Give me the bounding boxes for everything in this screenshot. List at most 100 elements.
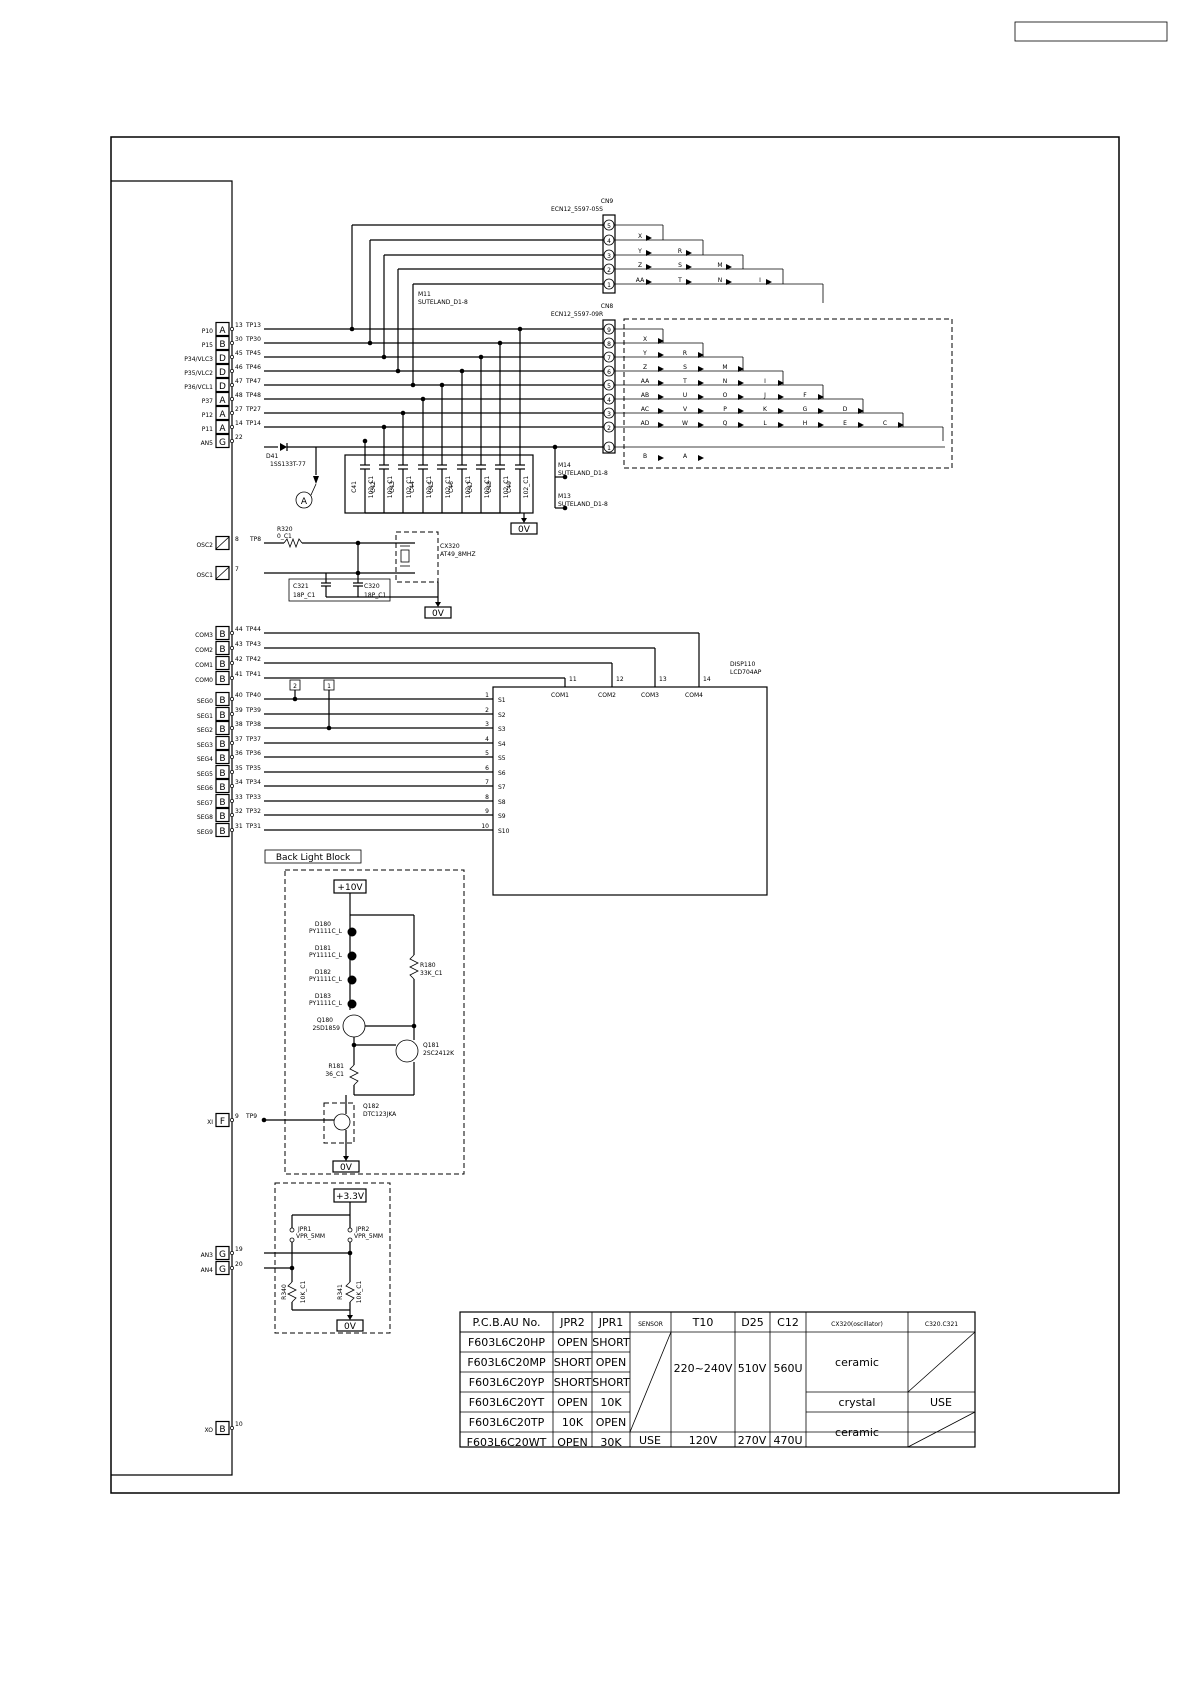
r180-resistor-icon [409,954,419,980]
led-segment-icon [818,408,824,414]
seg-pin-box [215,807,230,823]
mcu-pin-box [215,335,230,351]
mcu-pin-name: P37 [202,398,213,405]
cap-value: 102_C1 [484,476,491,499]
q181-transistor-icon [395,1039,419,1063]
lcd-part: LCD704AP [730,669,762,676]
xo-pin-pad [230,1426,234,1430]
xo-pin-name: XO [205,1427,214,1434]
com-pin-name: COM2 [195,647,213,654]
cn8-segment-label: B [643,453,647,460]
table-c12-group: 560U [773,1362,802,1375]
gnd-label: 0V [340,1163,353,1173]
seg-pin-box [215,778,230,794]
lcd-seg-num: 6 [485,765,489,772]
table-wt-d25: 270V [738,1434,767,1447]
an-pin-box [215,1245,230,1261]
mcu-pin-letter: A [219,326,226,336]
led-segment-icon [738,394,744,400]
mcu-pin-tp: TP30 [245,336,261,343]
led-ref: D181 [315,945,331,952]
c321-ref: C321 [293,583,309,590]
seg-pin-pad [230,828,234,832]
com-pin-box [215,655,230,671]
osc-pin-box [215,535,230,551]
seg-pin-name: SEG4 [197,756,213,763]
led-segment-icon [726,264,732,270]
seg-pin-letter: B [219,725,225,735]
seg-pin-name: SEG9 [197,829,213,836]
jpr2-contact [347,1227,353,1233]
lcd-seg-num: 2 [485,707,489,714]
table-header-cell: SENSOR [638,1321,663,1328]
table-cell-jpr1: OPEN [596,1416,626,1429]
r340-resistor-icon [287,1281,297,1303]
mcu-pin-box [215,377,230,393]
table-cell-jpr2: OPEN [557,1336,587,1349]
table-d25-group: 510V [738,1362,767,1375]
cn8-pin-num: 3 [607,411,611,418]
led-segment-icon [698,352,704,358]
backlight-dash-box [284,869,465,1175]
led-segment-icon [778,394,784,400]
an-pin-pad [230,1266,234,1270]
lcd-seg-label: S1 [498,697,506,704]
cn8-pin [603,379,615,391]
seg-pin-letter: B [219,769,225,779]
r180-value: 33K_C1 [420,970,443,977]
jpr1-value: VPR_5MM [296,1233,325,1240]
seg-pin-box [215,749,230,765]
cap-value: 102_C1 [523,476,530,499]
seg-pin-pad [230,813,234,817]
r340-ref: R340 [281,1284,288,1300]
junction-dot [381,424,387,430]
jpr2-value: VPR_5MM [354,1233,383,1240]
led-ref: D182 [315,969,331,976]
table-cell-pcb: F603L6C20MP [467,1356,546,1369]
lcd-com-num: 11 [569,676,577,683]
backlight-group: Back Light Block+10VD180PY1111C_LD181PY1… [261,849,465,1175]
xi-pin-letter: F [220,1117,225,1127]
lcd-seg-label: S4 [498,741,506,748]
gnd-label: 0V [344,1322,357,1332]
cn9-segment-label: R [678,248,682,255]
table-cx-ceramic-top: ceramic [835,1356,879,1369]
m14-part: SUTELAND_D1-8 [558,470,608,477]
gnd-arrow [521,518,527,523]
cn8-pin [603,351,615,363]
cn8-segment-label: K [763,406,768,413]
gnd-arrow [343,1156,349,1161]
jpr1-ref: JPR1 [297,1226,312,1233]
led-segment-icon [658,394,664,400]
osc-gnd [424,606,452,619]
r320-ref: R320 [277,526,293,533]
r341-value: 10K_C1 [356,1281,363,1304]
seg-pin-pin: 31 [235,823,243,830]
seg-pin-box [215,720,230,736]
cn8-segment-label: T [682,378,687,385]
lcd-seg-num: 8 [485,794,489,801]
seg-pin-letter: B [219,783,225,793]
led-part: PY1111C_L [309,1000,343,1007]
jpr2-ref: JPR2 [355,1226,370,1233]
mcu-pin-name: P15 [202,342,213,349]
table-cell-jpr1: 10K [600,1396,622,1409]
com-pin-name: COM0 [195,677,213,684]
led-segment-icon [858,408,864,414]
cn8-pin [603,337,615,349]
osc-pin-name: OSC2 [196,542,213,549]
com-pin-tp: TP43 [245,641,261,648]
cn8-segment-label: Z [643,364,647,371]
lcd-com-label: COM2 [598,692,616,699]
xi-pin-pin: 9 [235,1113,239,1120]
junction-dot [478,354,484,360]
mcu-pin-box [215,433,230,449]
com-pin-box [215,640,230,656]
r181-ref: R181 [328,1063,344,1070]
gnd-arrow [435,602,441,607]
led-segment-icon [646,235,652,241]
lcd-com-label: COM3 [641,692,659,699]
cn8-pin-num: 5 [607,383,611,390]
c320-ref: C320 [364,583,380,590]
